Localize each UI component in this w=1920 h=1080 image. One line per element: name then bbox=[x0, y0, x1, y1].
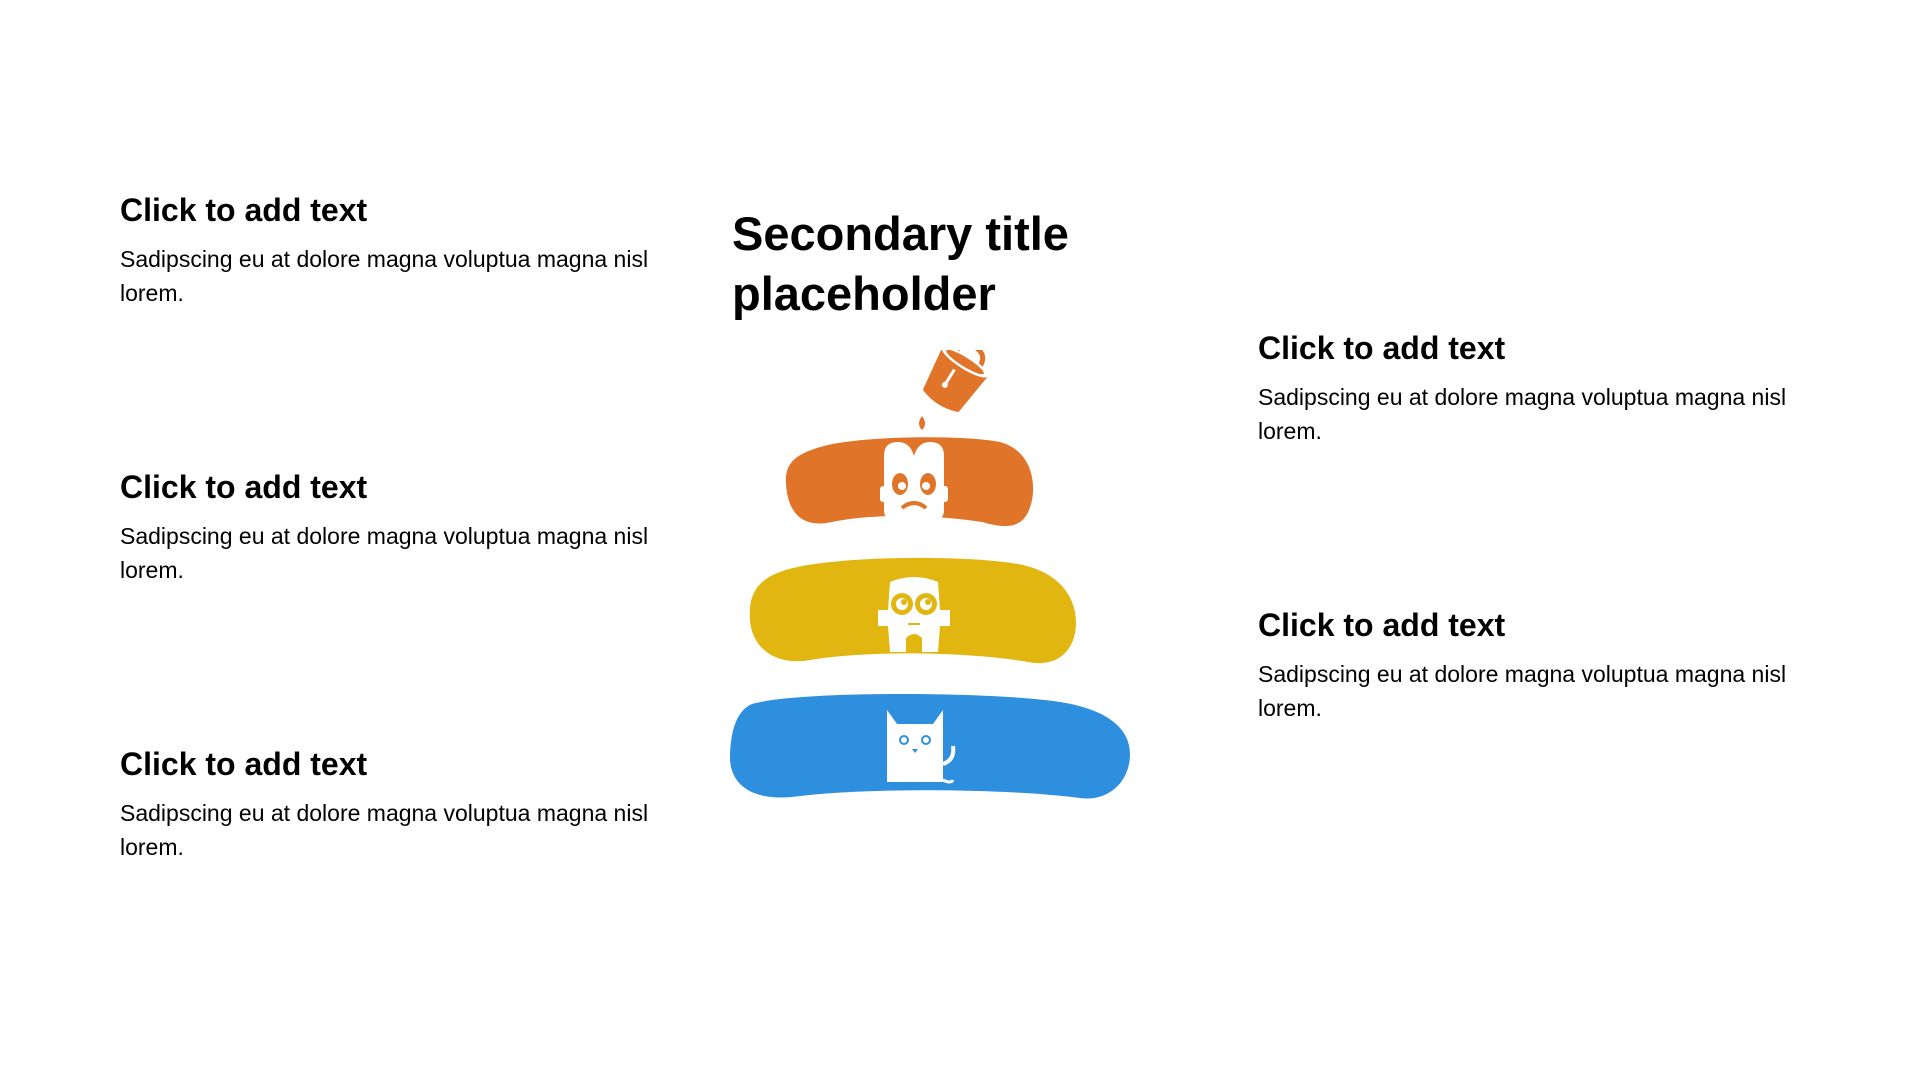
left-heading-3[interactable]: Click to add text bbox=[120, 746, 368, 782]
secondary-title[interactable]: Secondary title placeholder bbox=[732, 207, 1069, 320]
left-heading-1[interactable]: Click to add text bbox=[120, 192, 368, 228]
monster-icon bbox=[880, 442, 948, 526]
right-text-block-2[interactable]: Click to add text Sadipscing eu at dolor… bbox=[1258, 605, 1818, 725]
left-heading-2[interactable]: Click to add text bbox=[120, 469, 368, 505]
right-body-2[interactable]: Sadipscing eu at dolore magna voluptua m… bbox=[1258, 661, 1787, 721]
pyramid-diagram bbox=[730, 350, 1130, 799]
right-heading-2[interactable]: Click to add text bbox=[1258, 607, 1506, 643]
robot-face-icon bbox=[878, 577, 950, 652]
left-text-block-3[interactable]: Click to add text Sadipscing eu at dolor… bbox=[120, 744, 680, 864]
right-heading-1[interactable]: Click to add text bbox=[1258, 330, 1506, 366]
right-text-block-1[interactable]: Click to add text Sadipscing eu at dolor… bbox=[1258, 328, 1818, 448]
paint-drip bbox=[919, 416, 925, 430]
left-body-1[interactable]: Sadipscing eu at dolore magna voluptua m… bbox=[120, 246, 649, 306]
left-text-block-2[interactable]: Click to add text Sadipscing eu at dolor… bbox=[120, 467, 680, 587]
cat-icon bbox=[887, 710, 956, 784]
left-text-block-1[interactable]: Click to add text Sadipscing eu at dolor… bbox=[120, 190, 680, 310]
left-body-2[interactable]: Sadipscing eu at dolore magna voluptua m… bbox=[120, 523, 649, 583]
paint-bucket-icon bbox=[922, 350, 989, 413]
left-body-3[interactable]: Sadipscing eu at dolore magna voluptua m… bbox=[120, 800, 649, 860]
right-body-1[interactable]: Sadipscing eu at dolore magna voluptua m… bbox=[1258, 384, 1787, 444]
